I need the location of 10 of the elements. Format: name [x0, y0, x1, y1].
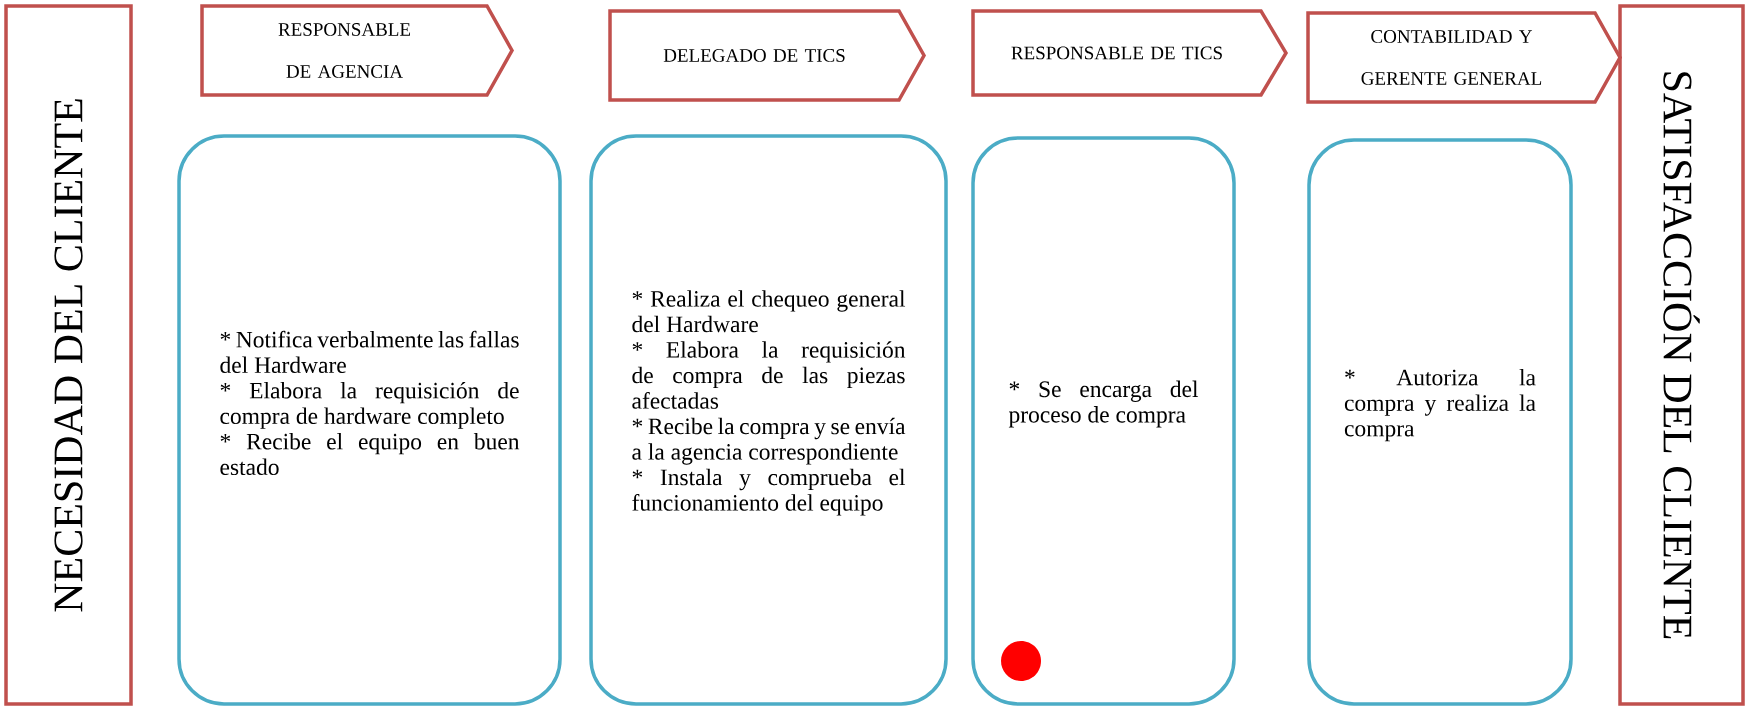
role-banner: RESPONSABLE DE AGENCIA [200, 4, 514, 97]
side-box: SATISFACCIÓN DEL CLIENTE [1618, 4, 1745, 706]
role-banner: DELEGADO DE TICS [608, 9, 926, 102]
side-box: NECESIDAD DEL CLIENTE [4, 4, 133, 706]
role-banner: CONTABILIDAD Y GERENTE GENERAL [1306, 11, 1622, 104]
task-box: * Notifica verbalmente las fallas del Hardware * Elabora la requisición de compra de hardware completo * Recibe el equipo en buen estado [177, 134, 562, 706]
role-banner: RESPONSABLE DE TICS [971, 9, 1289, 97]
task-box: * Autoriza la compra y realiza la compra [1307, 138, 1573, 706]
task-box: * Se encarga del proceso de compra [971, 136, 1236, 706]
task-box: * Realiza el chequeo general del Hardware * Elabora la requisición de compra de las piezas afectadas * Recibe la compra y se envía a la agencia correspondiente * Instala y comprueba el funcionamiento del equipo [589, 134, 948, 706]
